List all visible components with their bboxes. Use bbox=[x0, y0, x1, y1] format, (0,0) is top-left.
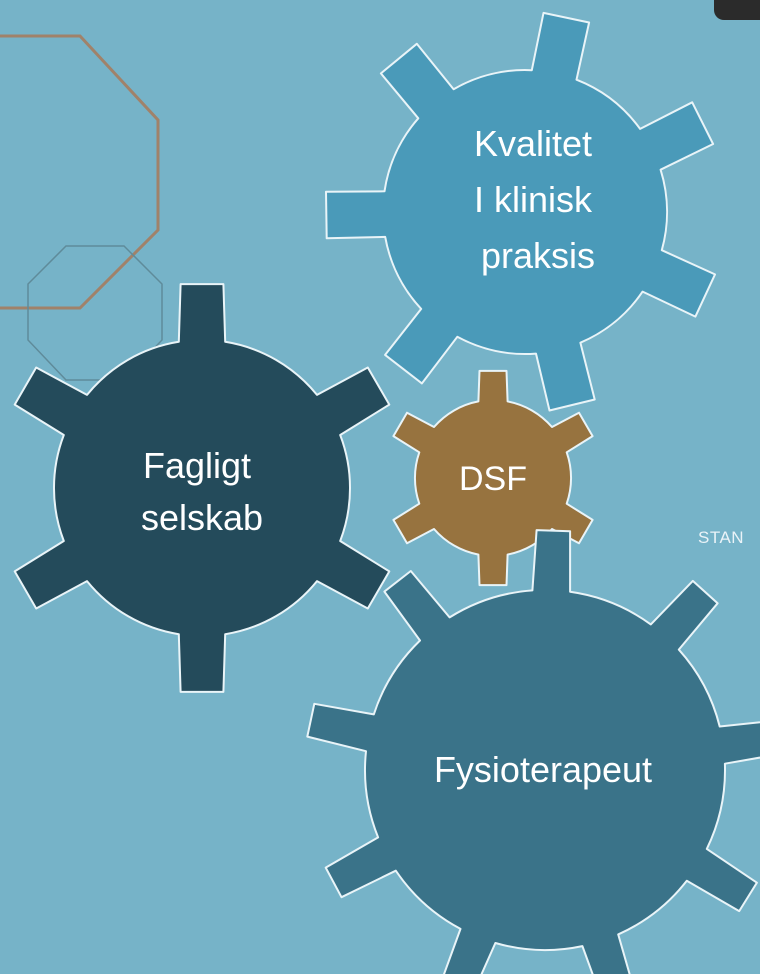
gear-kvalitet-line-2: I klinisk bbox=[474, 179, 593, 220]
gear-fagligt: Fagligt selskab bbox=[13, 283, 391, 693]
gear-dsf-label: DSF bbox=[459, 460, 527, 498]
decorative-octagon-large bbox=[0, 34, 160, 310]
gear-kvalitet-line-1: Kvalitet bbox=[474, 123, 592, 164]
gear-icon bbox=[306, 529, 760, 974]
gear-fysioterapeut: Fysioterapeut bbox=[306, 529, 760, 974]
gear-fagligt-label: Fagligt selskab bbox=[141, 445, 263, 538]
corner-shape bbox=[714, 0, 760, 20]
gear-fysioterapeut-label: Fysioterapeut bbox=[434, 749, 652, 790]
gear-fagligt-line-2: selskab bbox=[141, 497, 263, 538]
gear-fysioterapeut-line-1: Fysioterapeut bbox=[434, 749, 652, 790]
gear-kvalitet: Kvalitet I klinisk praksis bbox=[325, 11, 716, 412]
gear-icon bbox=[325, 11, 716, 412]
gear-fagligt-line-1: Fagligt bbox=[143, 445, 251, 486]
gear-kvalitet-line-3: praksis bbox=[481, 235, 595, 276]
side-text-partial: STAN bbox=[698, 528, 745, 547]
gear-kvalitet-label: Kvalitet I klinisk praksis bbox=[474, 123, 602, 276]
gear-icon bbox=[13, 283, 391, 693]
gear-dsf-line-1: DSF bbox=[459, 460, 527, 498]
